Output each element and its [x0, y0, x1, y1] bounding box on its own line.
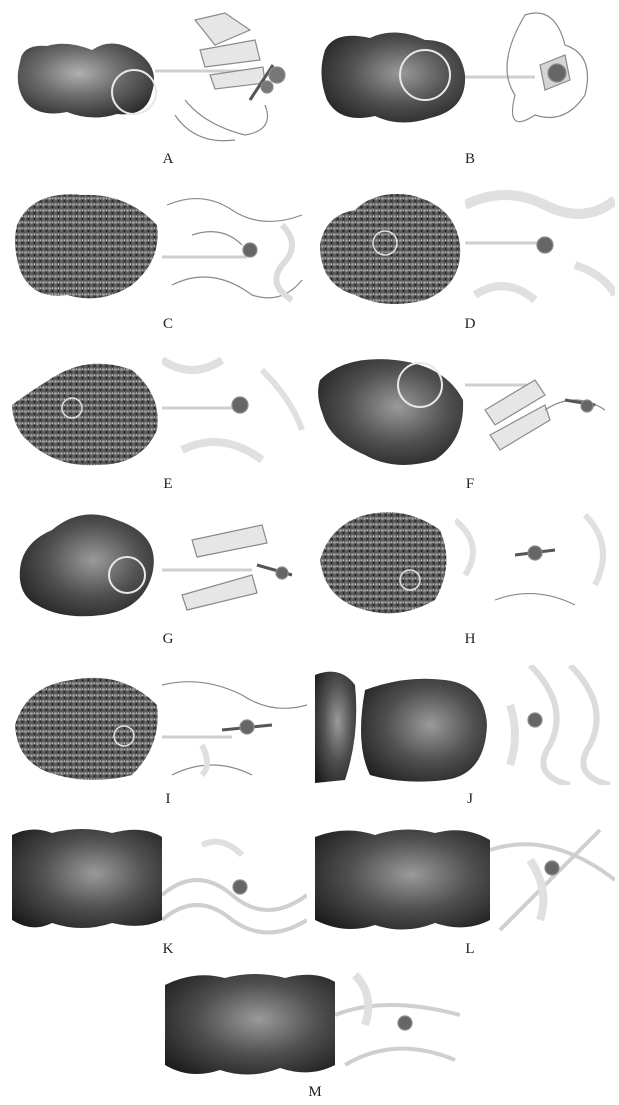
ribbon-image: [162, 505, 307, 620]
ribbon-image: [490, 665, 615, 785]
surface-image: [12, 505, 162, 620]
surface-image: [12, 22, 162, 127]
panel-label: A: [153, 150, 183, 168]
surface-image: [12, 350, 162, 470]
panel-label: K: [153, 940, 183, 958]
ribbon-image: [465, 5, 615, 145]
ribbon-image: [162, 825, 307, 935]
ribbon-image: [465, 350, 615, 470]
surface-image: [315, 825, 490, 935]
ribbon-image: [465, 185, 615, 310]
ribbon-image: [162, 185, 307, 310]
surface-image: [165, 970, 335, 1080]
ribbon-image: [162, 665, 307, 785]
panel-label: G: [153, 630, 183, 648]
panel-label: L: [455, 940, 485, 958]
ribbon-image: [490, 820, 615, 935]
panel-label: D: [455, 315, 485, 333]
panel-label: M: [300, 1083, 330, 1101]
surface-image: [315, 665, 490, 785]
panel-label: I: [153, 790, 183, 808]
surface-image: [315, 20, 470, 128]
panel-label: J: [455, 790, 485, 808]
surface-image: [315, 505, 455, 620]
ribbon-image: [162, 350, 307, 470]
panel-label: C: [153, 315, 183, 333]
panel-label: F: [455, 475, 485, 493]
panel-label: E: [153, 475, 183, 493]
panel-label: H: [455, 630, 485, 648]
surface-image: [315, 185, 465, 310]
ribbon-image: [335, 965, 460, 1080]
panel-label: B: [455, 150, 485, 168]
ribbon-image: [155, 5, 300, 145]
ribbon-image: [455, 505, 615, 620]
surface-image: [12, 185, 162, 310]
surface-image: [12, 825, 162, 935]
surface-image: [315, 350, 465, 470]
surface-image: [12, 670, 162, 785]
